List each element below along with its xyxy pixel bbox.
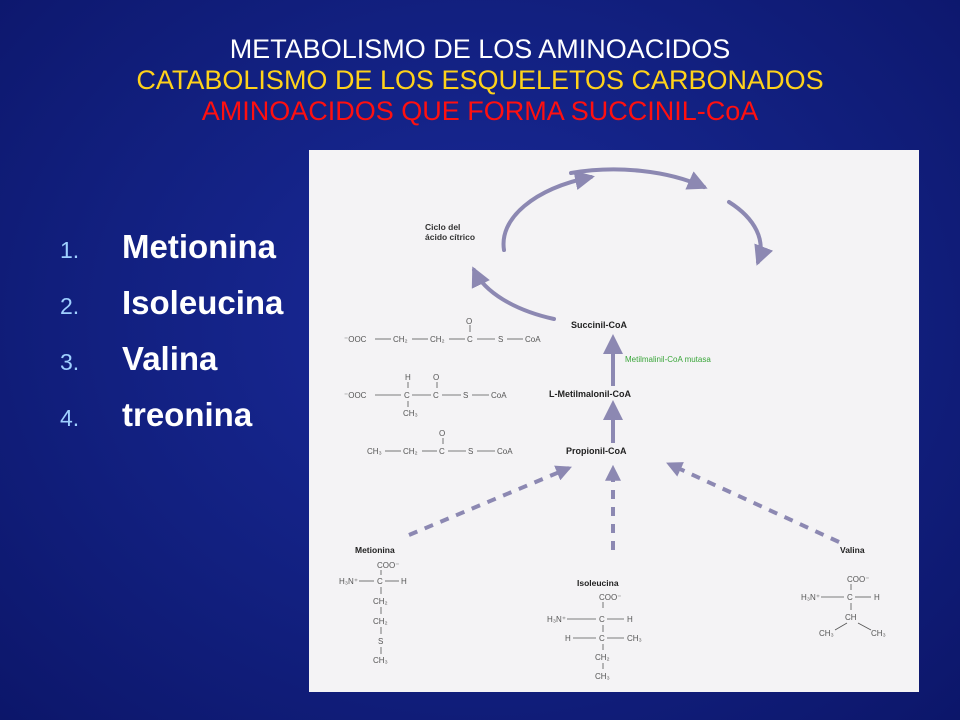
svg-text:S: S bbox=[498, 335, 503, 344]
svg-text:H₃N⁺: H₃N⁺ bbox=[339, 577, 358, 586]
svg-text:COO⁻: COO⁻ bbox=[599, 593, 621, 602]
methionine-label: Metionina bbox=[355, 545, 395, 555]
list-label: Isoleucina bbox=[122, 284, 284, 321]
pathway-diagram: Ciclo del ácido cítrico Succinil-CoA ⁻OO… bbox=[339, 167, 886, 681]
methylmalonyl-coa-structure: H ⁻OOC C CH₃ C O S CoA bbox=[344, 373, 507, 418]
methionine-arrow bbox=[408, 465, 572, 537]
list-number: 3. bbox=[60, 349, 80, 375]
succinyl-coa-label: Succinil-CoA bbox=[571, 320, 628, 330]
list-item: 4. treonina bbox=[60, 396, 283, 452]
svg-text:O: O bbox=[439, 429, 445, 438]
svg-text:C: C bbox=[599, 634, 605, 643]
svg-text:H: H bbox=[627, 615, 633, 624]
svg-text:C: C bbox=[599, 615, 605, 624]
methylmalonyl-coa-label: L-Metilmalonil-CoA bbox=[549, 389, 631, 399]
cycle-arrow bbox=[501, 170, 595, 252]
cycle-label-1: Ciclo del bbox=[425, 222, 460, 232]
cycle-label-2: ácido cítrico bbox=[425, 232, 475, 242]
title-line-2: CATABOLISMO DE LOS ESQUELETOS CARBONADOS bbox=[136, 65, 824, 95]
slide-title: METABOLISMO DE LOS AMINOACIDOS CATABOLIS… bbox=[0, 34, 960, 127]
cycle-arrow bbox=[471, 266, 556, 321]
svg-text:H: H bbox=[565, 634, 571, 643]
list-item: 3. Valina bbox=[60, 340, 283, 396]
svg-text:⁻OOC: ⁻OOC bbox=[344, 335, 367, 344]
methionine-structure: COO⁻ H₃N⁺ C H CH₂ CH₂ S CH₃ bbox=[339, 561, 407, 665]
list-number: 2. bbox=[60, 293, 80, 319]
svg-text:COO⁻: COO⁻ bbox=[847, 575, 869, 584]
cycle-arrow bbox=[727, 200, 774, 266]
isoleucine-structure: COO⁻ H₃N⁺ C H H C CH₃ CH₂ CH₃ bbox=[547, 593, 642, 681]
svg-text:CH₂: CH₂ bbox=[403, 447, 418, 456]
valine-arrow bbox=[666, 462, 840, 544]
svg-text:S: S bbox=[463, 391, 468, 400]
list-label: treonina bbox=[122, 396, 253, 433]
svg-text:COO⁻: COO⁻ bbox=[377, 561, 399, 570]
svg-text:H₃N⁺: H₃N⁺ bbox=[547, 615, 566, 624]
svg-text:O: O bbox=[433, 373, 439, 382]
svg-text:C: C bbox=[377, 577, 383, 586]
svg-text:C: C bbox=[433, 391, 439, 400]
svg-text:H: H bbox=[401, 577, 407, 586]
svg-text:CH₃: CH₃ bbox=[367, 447, 382, 456]
svg-text:CH₂: CH₂ bbox=[373, 597, 388, 606]
title-line-1: METABOLISMO DE LOS AMINOACIDOS bbox=[229, 34, 731, 64]
svg-text:C: C bbox=[847, 593, 853, 602]
valine-label: Valina bbox=[840, 545, 865, 555]
list-item: 1. Metionina bbox=[60, 228, 283, 284]
cycle-arrow bbox=[569, 167, 708, 190]
svg-text:CH₃: CH₃ bbox=[819, 629, 834, 638]
svg-text:CH₂: CH₂ bbox=[393, 335, 408, 344]
svg-text:CH₃: CH₃ bbox=[403, 409, 418, 418]
svg-text:C: C bbox=[439, 447, 445, 456]
amino-acid-list: 1. Metionina 2. Isoleucina 3. Valina 4. … bbox=[60, 228, 283, 452]
list-label: Valina bbox=[122, 340, 218, 377]
svg-text:H: H bbox=[874, 593, 880, 602]
amino-acid-arrows bbox=[408, 462, 840, 550]
svg-text:CoA: CoA bbox=[525, 335, 541, 344]
svg-text:CH₃: CH₃ bbox=[627, 634, 642, 643]
title-line-3: AMINOACIDOS QUE FORMA SUCCINIL-CoA bbox=[201, 96, 759, 126]
list-number: 4. bbox=[60, 405, 80, 431]
propionyl-coa-label: Propionil-CoA bbox=[566, 446, 627, 456]
svg-text:C: C bbox=[467, 335, 473, 344]
svg-text:CH: CH bbox=[845, 613, 857, 622]
propionyl-coa-structure: CH₃ CH₂ C O S CoA bbox=[367, 429, 513, 456]
valine-structure: COO⁻ H₃N⁺ C H CH CH₃ CH₃ bbox=[801, 575, 886, 638]
isoleucine-label: Isoleucina bbox=[577, 578, 619, 588]
svg-text:C: C bbox=[404, 391, 410, 400]
svg-text:H: H bbox=[405, 373, 411, 382]
svg-text:CH₃: CH₃ bbox=[595, 672, 610, 681]
svg-text:CH₃: CH₃ bbox=[871, 629, 886, 638]
svg-text:CH₂: CH₂ bbox=[373, 617, 388, 626]
list-item: 2. Isoleucina bbox=[60, 284, 283, 340]
list-number: 1. bbox=[60, 237, 80, 263]
svg-text:S: S bbox=[468, 447, 473, 456]
list-label: Metionina bbox=[122, 228, 276, 265]
svg-text:S: S bbox=[378, 637, 383, 646]
svg-text:⁻OOC: ⁻OOC bbox=[344, 391, 367, 400]
svg-text:CoA: CoA bbox=[497, 447, 513, 456]
mutase-label: Metilmalinil-CoA mutasa bbox=[625, 355, 711, 364]
svg-text:CoA: CoA bbox=[491, 391, 507, 400]
succinyl-coa-structure: ⁻OOC CH₂ CH₂ C O S CoA bbox=[344, 317, 541, 344]
citric-acid-cycle bbox=[471, 167, 774, 321]
svg-text:CH₂: CH₂ bbox=[595, 653, 610, 662]
svg-text:O: O bbox=[466, 317, 472, 326]
svg-text:H₃N⁺: H₃N⁺ bbox=[801, 593, 820, 602]
pathway-figure: Ciclo del ácido cítrico Succinil-CoA ⁻OO… bbox=[309, 150, 919, 692]
svg-text:CH₂: CH₂ bbox=[430, 335, 445, 344]
svg-text:CH₃: CH₃ bbox=[373, 656, 388, 665]
